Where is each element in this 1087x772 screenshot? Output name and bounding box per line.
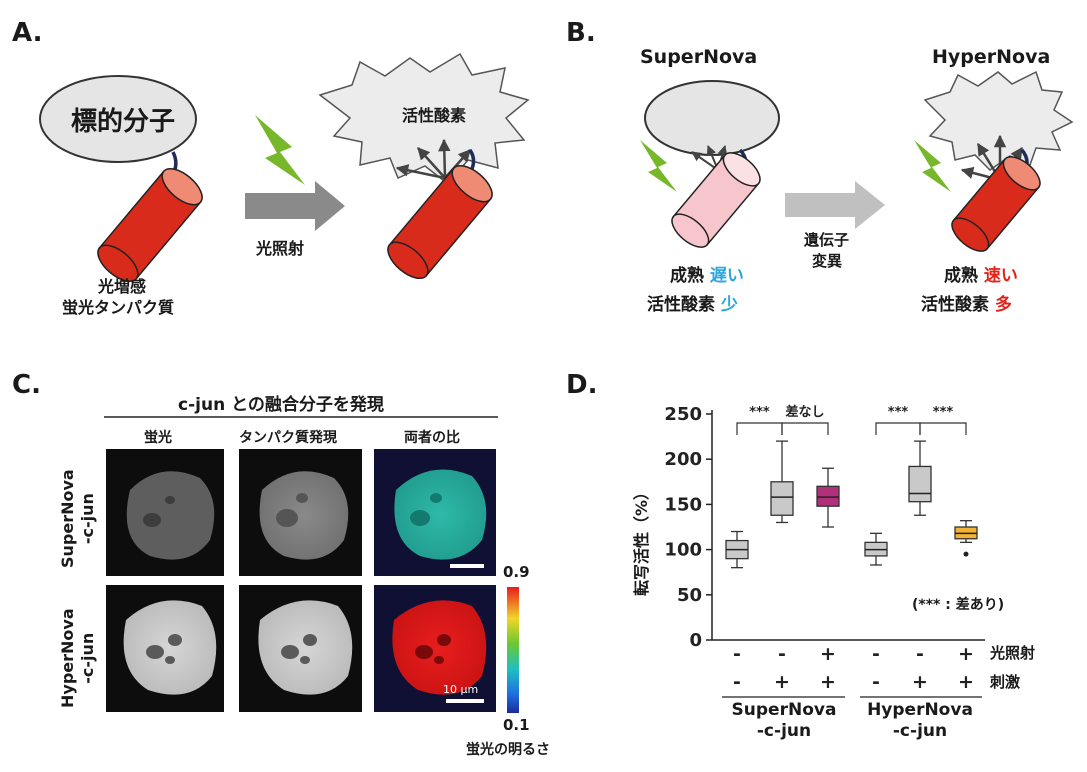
stim-sign: +	[774, 671, 790, 693]
scale-bar-top	[450, 564, 484, 568]
box-outlier	[963, 551, 969, 557]
box-body	[816, 485, 840, 507]
emission-arrow	[395, 164, 446, 180]
target-molecule-ellipse-b1	[644, 80, 780, 156]
significance-label: 差なし	[785, 404, 824, 420]
lightning-icon	[640, 140, 677, 192]
stim-sign: +	[958, 671, 974, 693]
significance-label: ***	[933, 405, 954, 420]
significance-label: ***	[749, 405, 770, 420]
emission-arrow	[438, 138, 451, 179]
target-molecule-ellipse	[39, 75, 197, 163]
y-tick-label: 200	[664, 449, 702, 470]
protein-cylinder-a1	[97, 167, 203, 283]
row-label-super: SuperNova-c-jun	[58, 469, 97, 568]
colorbar-max: 0.9	[503, 563, 530, 581]
stim-sign: -	[733, 671, 741, 693]
light-sign: -	[916, 643, 924, 665]
scale-bar-bottom	[446, 699, 484, 703]
protein-label-line1: 光増感	[98, 277, 147, 296]
row-label-stim: 刺激	[990, 673, 1021, 691]
oxygen-less: 少	[720, 295, 738, 315]
row-label-light: 光照射	[990, 644, 1036, 662]
significance-bracket	[736, 422, 783, 435]
light-sign: -	[872, 643, 880, 665]
oxygen-label-hyper: 活性酸素 多	[921, 295, 1012, 315]
col-header-expression: タンパク質発現	[239, 430, 337, 446]
colorbar-min: 0.1	[503, 716, 530, 734]
active-oxygen-burst	[318, 52, 530, 186]
light-arrow-icon	[245, 181, 345, 231]
active-oxygen-label: 活性酸素	[402, 106, 467, 125]
panel-a	[39, 52, 530, 283]
stim-sign: +	[820, 671, 836, 693]
lightning-icon	[914, 140, 951, 192]
panel-c-title: c-jun との融合分子を発現	[178, 395, 384, 415]
panel-label-c: C.	[12, 370, 41, 400]
light-irradiation-label: 光照射	[256, 239, 305, 258]
panel-label-a: A.	[12, 18, 43, 48]
y-tick-label: 250	[664, 404, 702, 425]
emission-arrow	[691, 151, 719, 171]
light-sign: -	[733, 643, 741, 665]
colorbar	[507, 587, 519, 713]
stim-sign: -	[872, 671, 880, 693]
maturation-label-super: 成熟 遅い	[670, 266, 744, 286]
y-tick-label: 150	[664, 494, 702, 515]
mutation-line1: 遺伝子	[804, 231, 850, 249]
lightning-icon	[255, 115, 305, 185]
target-molecule-label: 標的分子	[71, 107, 176, 137]
y-tick-label: 100	[664, 540, 702, 561]
panel-b	[640, 70, 1074, 252]
mutation-line2: 変異	[812, 252, 843, 270]
panel-label-b: B.	[566, 18, 596, 48]
group-label-hyper: HyperNova-c-jun	[867, 700, 973, 741]
light-sign: -	[778, 643, 786, 665]
emission-arrow	[417, 147, 446, 179]
box-plot-chart: 0 50 100 150 200 250 - - - + + + - - - + + + *** 差なし *** ***	[664, 404, 985, 698]
mutation-arrow-icon	[785, 181, 885, 229]
supernova-title: SuperNova	[640, 46, 758, 68]
scale-bar-label: 10 μm	[443, 683, 479, 696]
light-sign: +	[820, 643, 836, 665]
significance-bracket	[919, 422, 967, 435]
protein-cylinder-a2	[387, 164, 493, 280]
col-header-ratio: 両者の比	[404, 430, 460, 446]
colorbar-label: 蛍光の明るさ	[466, 742, 550, 758]
col-header-fluor: 蛍光	[144, 430, 172, 446]
active-oxygen-burst-b	[923, 70, 1074, 171]
panel-label-d: D.	[566, 370, 598, 400]
hypernova-title: HyperNova	[932, 46, 1051, 68]
protein-cylinder-b2	[951, 156, 1041, 252]
maturation-slow: 遅い	[709, 266, 744, 286]
protein-cylinder-b1	[671, 152, 761, 248]
significance-bracket	[875, 422, 921, 435]
box-body	[770, 481, 794, 516]
box-body	[908, 465, 932, 503]
significance-label: ***	[888, 405, 909, 420]
light-sign: +	[958, 643, 974, 665]
significance-bracket	[781, 422, 829, 435]
y-axis-label: 転写活性（%）	[632, 483, 651, 596]
significance-note: (*** : 差あり)	[912, 597, 1005, 613]
y-tick-label: 50	[677, 585, 702, 606]
stim-sign: +	[912, 671, 928, 693]
protein-label-line2: 蛍光タンパク質	[62, 298, 175, 317]
group-label-super: SuperNova-c-jun	[731, 700, 837, 741]
y-tick-label: 0	[689, 630, 702, 651]
panel-c	[104, 416, 519, 713]
maturation-label-hyper: 成熟 速い	[944, 266, 1018, 286]
oxygen-label-super: 活性酸素 少	[647, 295, 738, 315]
maturation-fast: 速い	[983, 266, 1018, 286]
oxygen-more: 多	[994, 295, 1012, 315]
row-label-hyper: HyperNova-c-jun	[58, 608, 97, 708]
